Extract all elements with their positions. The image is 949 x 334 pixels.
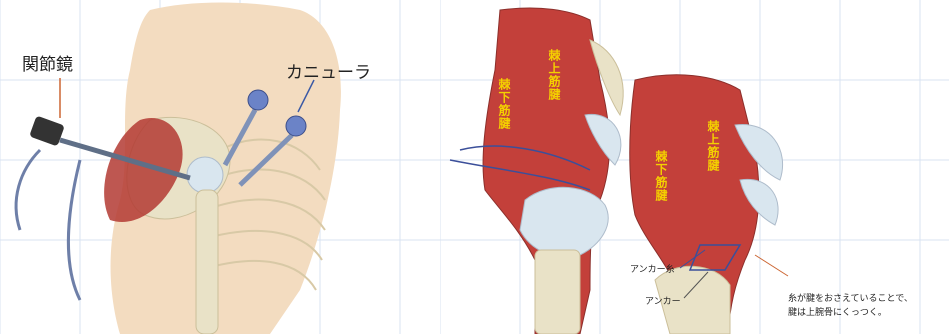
anchor-thread-label: アンカー糸 <box>630 262 675 275</box>
note-line-2: 腱は上腕骨にくっつく。 <box>788 306 913 320</box>
upper-humeral-head <box>520 187 608 257</box>
right-illustration-svg <box>440 0 949 334</box>
supraspinatus-label-lower: 棘上筋腱 <box>705 120 722 172</box>
left-arthroscopy-illustration: 関節鏡 カニューラ <box>0 0 440 334</box>
cannula-label: カニューラ <box>286 58 371 83</box>
arthroscope-label: 関節鏡 <box>22 50 73 75</box>
humeral-head <box>187 157 223 193</box>
right-tendon-repair-illustration: 棘上筋腱 棘下筋腱 棘上筋腱 棘下筋腱 アンカー糸 アンカー <box>440 0 949 334</box>
supraspinatus-label-upper: 棘上筋腱 <box>546 49 563 101</box>
note-line-1: 糸が腱をおさえていることで、 <box>788 292 913 306</box>
humerus-shaft <box>196 190 218 334</box>
explanation-note: 糸が腱をおさえていることで、 腱は上腕骨にくっつく。 <box>788 292 913 320</box>
infraspinatus-label-lower: 棘下筋腱 <box>653 150 670 202</box>
infraspinatus-label-upper: 棘下筋腱 <box>496 78 513 130</box>
anchor-label: アンカー <box>645 294 681 307</box>
upper-humerus-shaft <box>535 250 580 334</box>
